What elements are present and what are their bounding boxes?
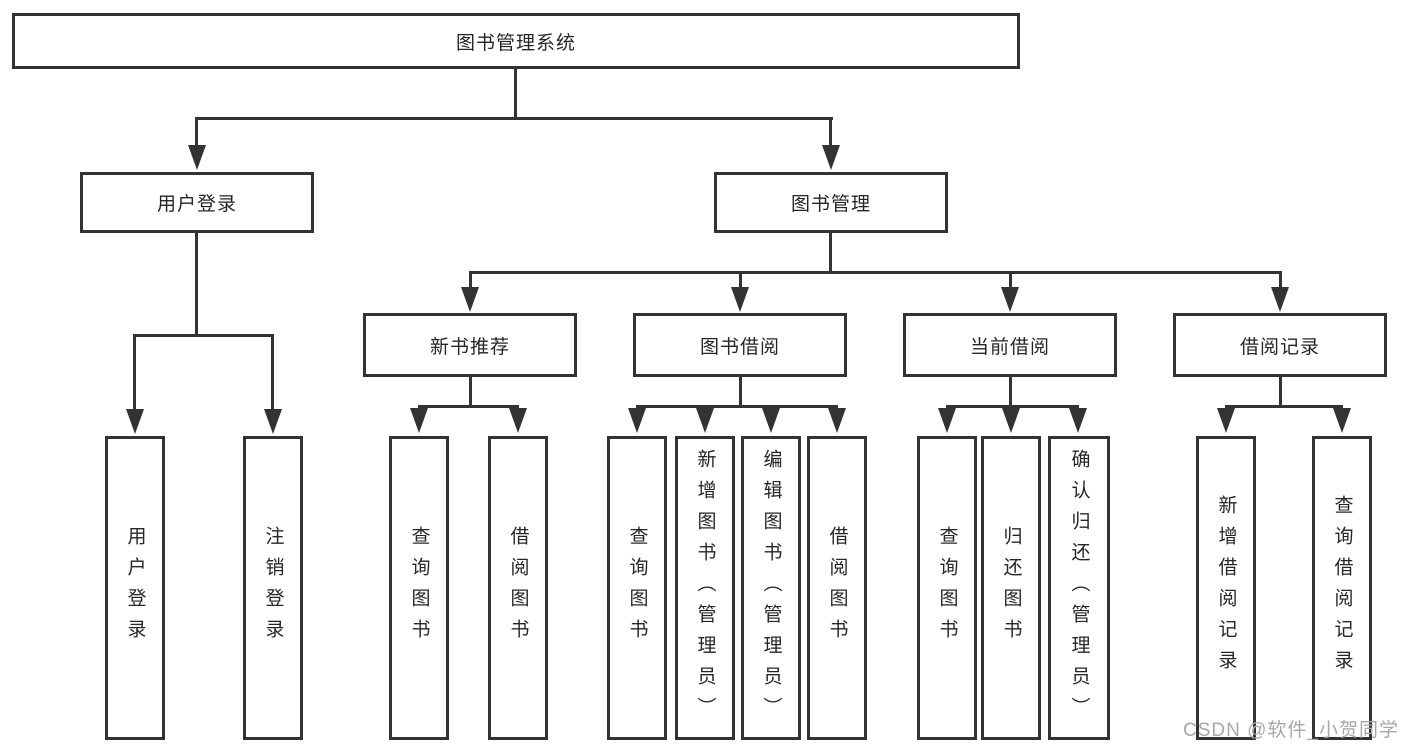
leaf-add-borrow-record: 新增借阅记录 — [1196, 436, 1256, 740]
connector-line — [133, 334, 274, 337]
connector-line — [1009, 271, 1012, 288]
arrow-down — [938, 408, 956, 433]
leaf-user-login: 用户登录 — [105, 436, 165, 740]
leaf-user-login-label: 用户登录 — [124, 526, 146, 650]
leaf-add-borrow-record-label: 新增借阅记录 — [1215, 495, 1237, 681]
connector-line — [739, 271, 742, 288]
leaf-query-books-newbook-label: 查询图书 — [408, 526, 430, 650]
arrow-down — [828, 408, 846, 433]
arrow-down — [628, 408, 646, 433]
leaf-confirm-return-admin-label: 确认归还（管理员） — [1068, 448, 1090, 728]
arrow-down — [461, 287, 479, 312]
connector-line — [829, 117, 832, 147]
arrow-down — [1002, 408, 1020, 433]
leaf-query-borrow-record-label: 查询借阅记录 — [1331, 495, 1353, 681]
node-user-login-branch-label: 用户登录 — [156, 194, 237, 215]
connector-line — [469, 377, 472, 408]
leaf-query-books-current: 查询图书 — [917, 436, 977, 740]
connector-line — [469, 271, 1282, 274]
node-root-label: 图书管理系统 — [455, 32, 576, 54]
leaf-confirm-return-admin: 确认归还（管理员） — [1048, 436, 1110, 740]
leaf-borrow-books-label: 借阅图书 — [826, 526, 848, 650]
connector-line — [196, 117, 833, 120]
connector-line — [636, 405, 838, 408]
connector-line — [739, 377, 742, 408]
arrow-down — [696, 408, 714, 433]
leaf-query-books-current-label: 查询图书 — [936, 526, 958, 650]
node-book-borrowing: 图书借阅 — [633, 313, 847, 377]
arrow-down — [188, 145, 206, 170]
node-book-borrowing-label: 图书借阅 — [699, 336, 780, 358]
node-user-login-branch: 用户登录 — [80, 172, 314, 233]
connector-line — [1279, 377, 1282, 408]
node-current-borrowing-label: 当前借阅 — [969, 336, 1050, 358]
connector-line — [946, 405, 1079, 408]
arrow-down — [1333, 408, 1351, 433]
node-book-management-label: 图书管理 — [790, 194, 871, 215]
leaf-logout: 注销登录 — [243, 436, 303, 740]
leaf-add-books-admin-label: 新增图书（管理员） — [694, 448, 716, 728]
leaf-return-books: 归还图书 — [981, 436, 1041, 740]
leaf-borrow-books-newbook-label: 借阅图书 — [507, 526, 529, 650]
watermark-text: CSDN @软件_小贺同学 — [1183, 720, 1399, 741]
arrow-down — [126, 409, 144, 434]
node-borrowing-records: 借阅记录 — [1173, 313, 1387, 377]
leaf-query-books-borrow: 查询图书 — [607, 436, 667, 740]
arrow-down — [1001, 287, 1019, 312]
leaf-add-books-admin: 新增图书（管理员） — [675, 436, 735, 740]
node-new-book-recommendation-label: 新书推荐 — [429, 336, 510, 358]
arrow-down — [1069, 408, 1087, 433]
arrow-down — [264, 409, 282, 434]
connector-line — [469, 271, 472, 288]
arrow-down — [822, 145, 840, 170]
node-root: 图书管理系统 — [12, 13, 1020, 69]
connector-line — [195, 117, 198, 147]
connector-line — [829, 233, 832, 274]
arrow-down — [731, 287, 749, 312]
connector-line — [1279, 271, 1282, 288]
node-book-management: 图书管理 — [714, 172, 948, 233]
arrow-down — [762, 408, 780, 433]
connector-line — [195, 233, 198, 337]
connector-line — [1009, 377, 1012, 408]
leaf-query-books-newbook: 查询图书 — [389, 436, 449, 740]
connector-line — [271, 334, 274, 411]
leaf-query-borrow-record: 查询借阅记录 — [1312, 436, 1372, 740]
connector-line — [133, 334, 136, 411]
arrow-down — [1217, 408, 1235, 433]
leaf-return-books-label: 归还图书 — [1000, 526, 1022, 650]
arrow-down — [410, 408, 428, 433]
node-new-book-recommendation: 新书推荐 — [363, 313, 577, 377]
connector-line — [418, 405, 519, 408]
leaf-borrow-books: 借阅图书 — [807, 436, 867, 740]
leaf-logout-label: 注销登录 — [262, 526, 284, 650]
node-current-borrowing: 当前借阅 — [903, 313, 1117, 377]
node-borrowing-records-label: 借阅记录 — [1239, 336, 1320, 358]
arrow-down — [509, 408, 527, 433]
arrow-down — [1271, 287, 1289, 312]
leaf-edit-books-admin-label: 编辑图书（管理员） — [760, 448, 782, 728]
leaf-edit-books-admin: 编辑图书（管理员） — [741, 436, 801, 740]
leaf-query-books-borrow-label: 查询图书 — [626, 526, 648, 650]
connector-line — [1225, 405, 1343, 408]
connector-line — [514, 69, 517, 119]
leaf-borrow-books-newbook: 借阅图书 — [488, 436, 548, 740]
